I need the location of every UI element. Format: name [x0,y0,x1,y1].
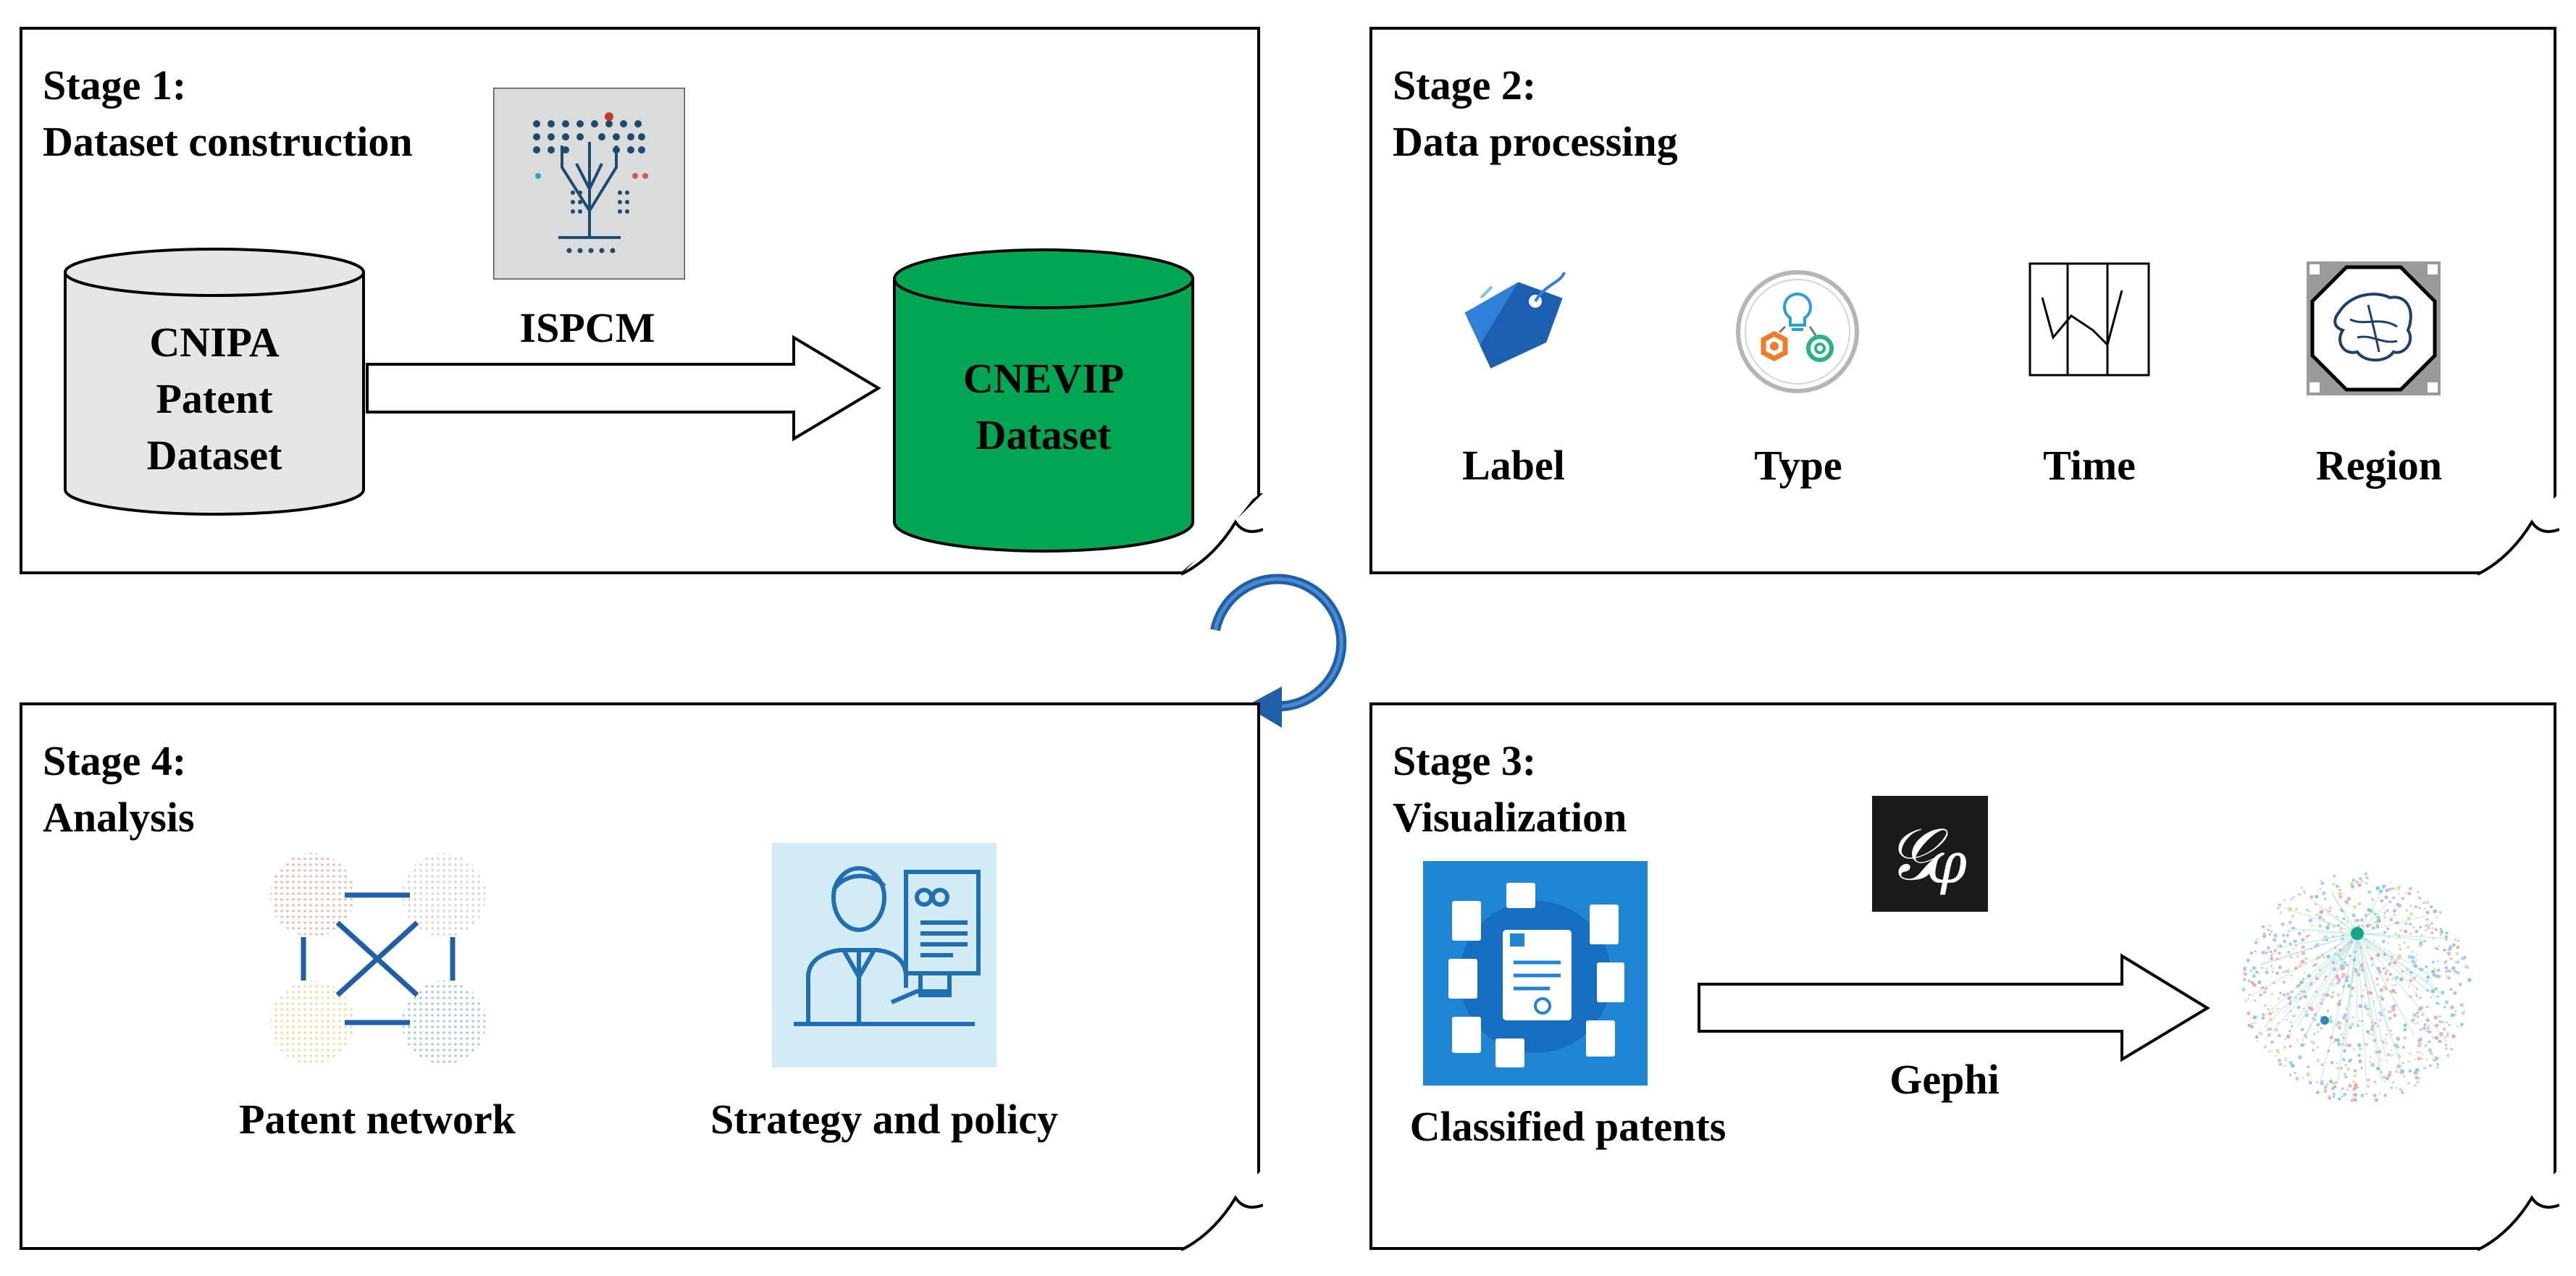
gear-bulb-icon [1734,269,1861,395]
stage1-arrow [363,334,884,442]
target-line2: Dataset [976,411,1112,458]
stage3-subtitle: Visualization [1393,794,1627,841]
tool-label: Gephi [1889,1056,2000,1103]
stage2-item-time: Time [2043,442,2136,489]
target-line1: CNEVIP [962,355,1125,402]
tag-icon [1459,269,1568,385]
method-label: ISPCM [519,304,655,351]
stage4-fold [1181,1169,1263,1253]
document-icon [1423,861,1648,1086]
stage2-title-text: Stage 2: [1393,62,1537,109]
stage1-fold [1181,493,1263,577]
stage3-fold [2478,1169,2559,1253]
stage4-item1: Patent network [239,1096,516,1143]
stage4-title: Stage 4: Analysis [43,733,195,846]
stage1-subtitle: Dataset construction [43,118,413,165]
source-line1: CNIPA [149,319,280,366]
stage2-item-label: Label [1462,442,1565,489]
cnevip-dataset-cylinder: CNEVIP Dataset [891,247,1196,558]
stage2-fold [2478,493,2559,577]
stage1-panel: Stage 1: Dataset construction [20,27,1263,577]
stage1-title: Stage 1: Dataset construction [43,57,413,170]
stage4-subtitle: Analysis [43,794,195,841]
node-network-icon [261,850,493,1067]
stage2-item-region: Region [2316,442,2442,489]
cnipa-dataset-cylinder: CNIPA Patent Dataset [62,247,366,519]
stage3-title: Stage 3: Visualization [1393,733,1627,846]
input-label: Classified patents [1409,1103,1727,1150]
presenter-icon [772,843,997,1067]
stage4-title-text: Stage 4: [43,737,187,784]
stage4-panel: Stage 4: Analysis [20,702,1263,1253]
network-graph-icon [2234,868,2480,1107]
stage2-subtitle: Data processing [1393,118,1678,165]
stage4-item2: Strategy and policy [710,1096,1059,1143]
line-chart-icon [2028,261,2151,377]
stage3-arrow [1695,952,2212,1064]
svg-text:φ: φ [1926,829,1967,897]
stage3-title-text: Stage 3: [1393,737,1537,784]
stage2-title: Stage 2: Data processing [1393,57,1678,170]
stage2-panel: Stage 2: Data processing [1369,27,2559,577]
gephi-logo-icon: 𝒢 φ [1872,796,1988,912]
source-line2: Patent [156,375,273,422]
source-line3: Dataset [146,432,282,479]
stage3-panel: Stage 3: Visualization 𝒢 [1369,702,2559,1253]
stage1-title-text: Stage 1: [43,62,187,109]
tree-network-icon [493,88,685,280]
map-region-icon [2307,261,2441,395]
stage2-item-type: Type [1754,442,1842,489]
cycle-arrow-icon [1202,558,1369,731]
